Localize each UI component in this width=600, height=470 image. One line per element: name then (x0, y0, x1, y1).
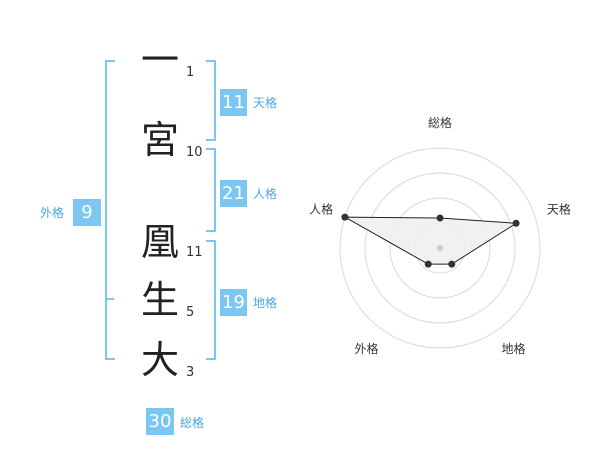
name-char-3: 凰 (140, 220, 179, 264)
radar-ring-3 (364, 172, 516, 324)
stroke-count-4: 5 (186, 305, 195, 320)
jinkaku-badge: 21 (220, 180, 247, 207)
stroke-count-2: 10 (186, 145, 203, 160)
radar-polygon (344, 216, 518, 265)
gaikaku-badge: 9 (73, 199, 101, 226)
radar-ring-2 (389, 197, 491, 299)
radar-axis-label-2: 天格 (547, 201, 571, 216)
radar-point-1 (436, 214, 444, 222)
tenkaku-badge: 11 (220, 89, 247, 116)
chikaku-bracket (206, 240, 216, 360)
radar-point-4 (424, 260, 432, 268)
chikaku-label: 地格 (253, 296, 278, 310)
jinkaku-bracket (206, 148, 216, 232)
radar-center-dot (437, 245, 443, 251)
radar-ring-4 (339, 147, 541, 349)
chikaku-badge: 19 (220, 289, 247, 316)
tenkaku-label: 天格 (253, 96, 278, 110)
name-char-5: 大 (140, 338, 179, 382)
jinkaku-label: 人格 (253, 187, 278, 201)
soukaku-badge: 30 (146, 408, 174, 435)
tenkaku-bracket (206, 60, 216, 141)
radar-point-5 (341, 213, 349, 221)
radar-point-2 (512, 219, 520, 227)
gaikaku-tick (107, 298, 114, 300)
radar-point-3 (448, 260, 456, 268)
soukaku-label: 総格 (180, 416, 205, 430)
gaikaku-bracket (105, 60, 115, 360)
stroke-count-3: 11 (186, 245, 203, 260)
radar-axis-label-5: 人格 (309, 201, 333, 216)
stroke-count-1: 1 (186, 65, 195, 80)
name-char-4: 生 (140, 278, 179, 322)
stroke-count-5: 3 (186, 365, 195, 380)
radar-axis-label-3: 地格 (501, 341, 525, 356)
radar-axis-label-1: 総格 (428, 115, 452, 130)
name-char-1: 一 (140, 38, 179, 82)
gaikaku-label: 外格 (40, 206, 65, 220)
radar-axis-label-4: 外格 (355, 341, 379, 356)
name-char-2: 宮 (140, 118, 179, 162)
